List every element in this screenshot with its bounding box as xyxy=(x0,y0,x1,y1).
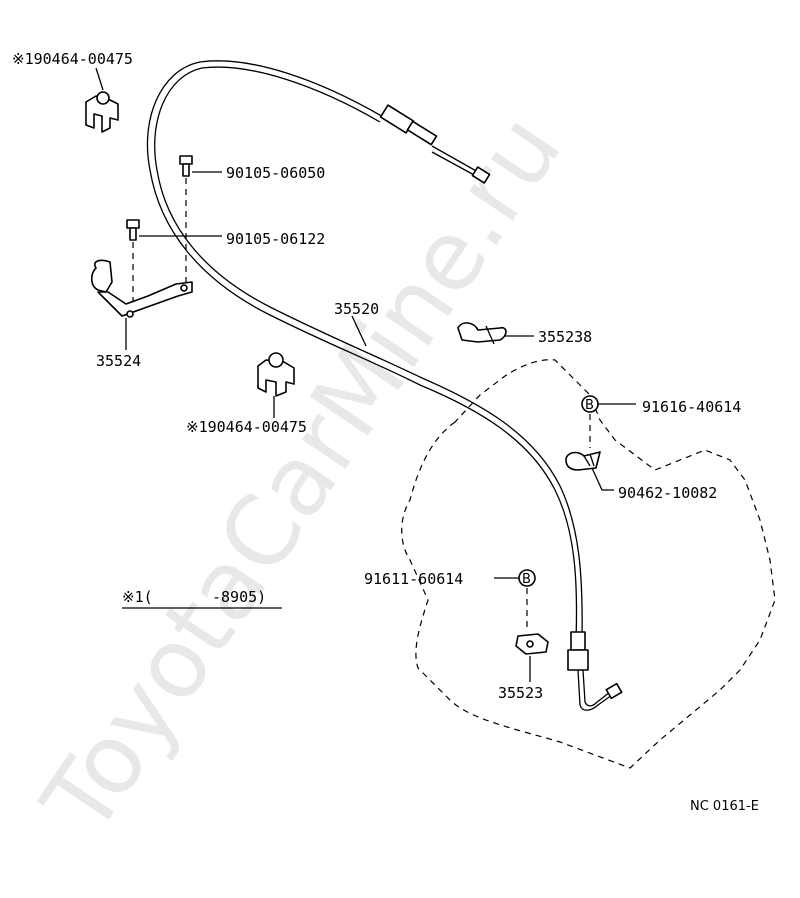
label-bolt-2: 90105-06122 xyxy=(226,230,325,248)
label-bracket-lower: 35523 xyxy=(498,684,543,702)
label-clip-right: 90462-10082 xyxy=(618,484,717,502)
leader-clamp-top xyxy=(95,67,104,91)
bracket-35524 xyxy=(90,259,193,318)
label-clamp-lower: ※190464-00475 xyxy=(186,418,307,436)
clip-355238 xyxy=(457,322,507,345)
label-bolt-b-lower: 91611-60614 xyxy=(364,570,463,588)
transmission-outline xyxy=(401,359,776,769)
bolt-90105-06050 xyxy=(179,155,193,177)
label-bolt-b-right: 91616-40614 xyxy=(642,398,741,416)
leader-cable xyxy=(351,315,367,347)
diagram-code: NC 0161-E xyxy=(690,799,759,814)
bolt-90105-06122 xyxy=(126,219,140,241)
watermark: ToyotaCarMine.ru xyxy=(21,95,583,854)
label-cable: 35520 xyxy=(334,300,379,318)
bolt-b-lower-mark: B xyxy=(522,572,531,587)
bolt-b-lower: B xyxy=(518,569,536,587)
clip-90462 xyxy=(565,451,601,471)
label-bolt-1: 90105-06050 xyxy=(226,164,325,182)
leader-clip-right xyxy=(591,467,614,491)
bolt-b-right-mark: B xyxy=(585,398,594,413)
bracket-35523 xyxy=(515,633,549,655)
bolt-b-right: B xyxy=(581,395,599,413)
note-mark: ※1( xyxy=(122,588,153,606)
note-range: -8905) xyxy=(212,588,266,606)
label-bracket: 35524 xyxy=(96,352,141,370)
cable-end-upper xyxy=(379,104,491,184)
cable-end-lower xyxy=(567,631,623,711)
label-clamp-top: ※190464-00475 xyxy=(12,50,133,68)
clamp-lower xyxy=(257,352,295,397)
shift-cable-inner xyxy=(154,66,583,641)
clamp-top xyxy=(85,91,119,133)
shift-cable xyxy=(146,60,578,641)
label-clip: 355238 xyxy=(538,328,592,346)
